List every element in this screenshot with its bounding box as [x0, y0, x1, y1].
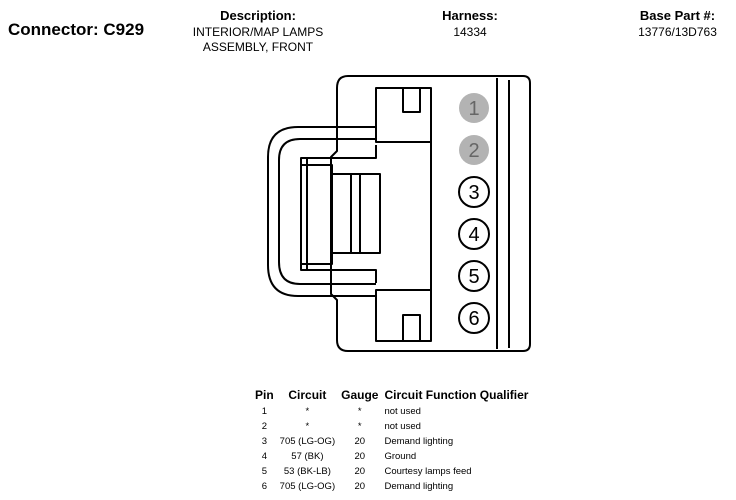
pin-cell: 3	[261, 436, 267, 447]
connector-housing	[267, 75, 531, 352]
pin-3-label: 3	[468, 182, 479, 204]
function-cell: Courtesy lamps feed	[384, 466, 472, 477]
base-part-heading: Base Part #:	[639, 8, 716, 23]
circuit-cell: *	[305, 406, 310, 417]
pin-5-label: 5	[468, 266, 479, 288]
pin-4-cavity	[458, 218, 490, 250]
pin-6-label: 6	[468, 308, 479, 330]
pin-cell: 4	[261, 451, 267, 462]
pin-2-label: 2	[468, 140, 479, 162]
gauge-cell: *	[357, 421, 362, 432]
pin-column-header: Pin	[255, 388, 274, 402]
table-row: 6 705 (LG-OG) 20 Demand lighting	[252, 479, 531, 494]
description-line-2: ASSEMBLY, FRONT	[202, 40, 314, 54]
function-cell: Demand lighting	[384, 436, 454, 447]
circuit-cell: 53 (BK-LB)	[283, 466, 331, 477]
description-line-1: INTERIOR/MAP LAMPS	[192, 25, 324, 39]
pin-1-label: 1	[468, 98, 479, 120]
pin-3-cavity	[458, 176, 490, 208]
gauge-cell: 20	[354, 436, 366, 447]
connector-title: Connector: C929	[8, 20, 145, 39]
description-heading: Description:	[220, 8, 296, 23]
table-row: 1 * * not used	[252, 404, 531, 419]
table-row: 4 57 (BK) 20 Ground	[252, 449, 531, 464]
base-part-value: 13776/13D763	[638, 25, 717, 39]
pin-table: Pin Circuit Gauge Circuit Function Quali…	[252, 388, 531, 494]
function-column-header: Circuit Function Qualifier	[384, 388, 529, 402]
pin-cell: 2	[261, 421, 267, 432]
circuit-cell: 705 (LG-OG)	[279, 436, 336, 447]
pin-4-label: 4	[468, 224, 479, 246]
pin-6-cavity	[458, 302, 490, 334]
function-cell: not used	[384, 421, 421, 432]
circuit-column-header: Circuit	[288, 388, 327, 402]
function-cell: Ground	[384, 451, 417, 462]
gauge-column-header: Gauge	[341, 388, 379, 402]
circuit-cell: 57 (BK)	[291, 451, 324, 462]
pin-cell: 1	[261, 406, 267, 417]
circuit-cell: 705 (LG-OG)	[279, 481, 336, 492]
table-row: 3 705 (LG-OG) 20 Demand lighting	[252, 434, 531, 449]
pin-5-cavity	[458, 260, 490, 292]
harness-value: 14334	[453, 25, 487, 39]
pin-cavities: 1 2 3 4 5 6	[458, 93, 490, 334]
pin-1-cavity	[459, 93, 489, 123]
function-cell: not used	[384, 406, 421, 417]
gauge-cell: 20	[354, 481, 366, 492]
function-cell: Demand lighting	[384, 481, 454, 492]
circuit-cell: *	[305, 421, 310, 432]
pin-table-header-row: Pin Circuit Gauge Circuit Function Quali…	[252, 388, 531, 404]
base-part-block: Base Part #: 13776/13D763	[620, 8, 735, 40]
pin-cell: 5	[261, 466, 267, 477]
description-block: Description: INTERIOR/MAP LAMPS ASSEMBLY…	[178, 8, 338, 55]
gauge-cell: *	[357, 406, 362, 417]
connector-face-diagram: 1 2 3 4 5 6	[267, 75, 531, 352]
harness-block: Harness: 14334	[420, 8, 520, 40]
pin-2-cavity	[459, 135, 489, 165]
harness-heading: Harness:	[442, 8, 498, 23]
table-row: 2 * * not used	[252, 419, 531, 434]
pin-cell: 6	[261, 481, 267, 492]
gauge-cell: 20	[354, 466, 366, 477]
gauge-cell: 20	[354, 451, 366, 462]
table-row: 5 53 (BK-LB) 20 Courtesy lamps feed	[252, 464, 531, 479]
